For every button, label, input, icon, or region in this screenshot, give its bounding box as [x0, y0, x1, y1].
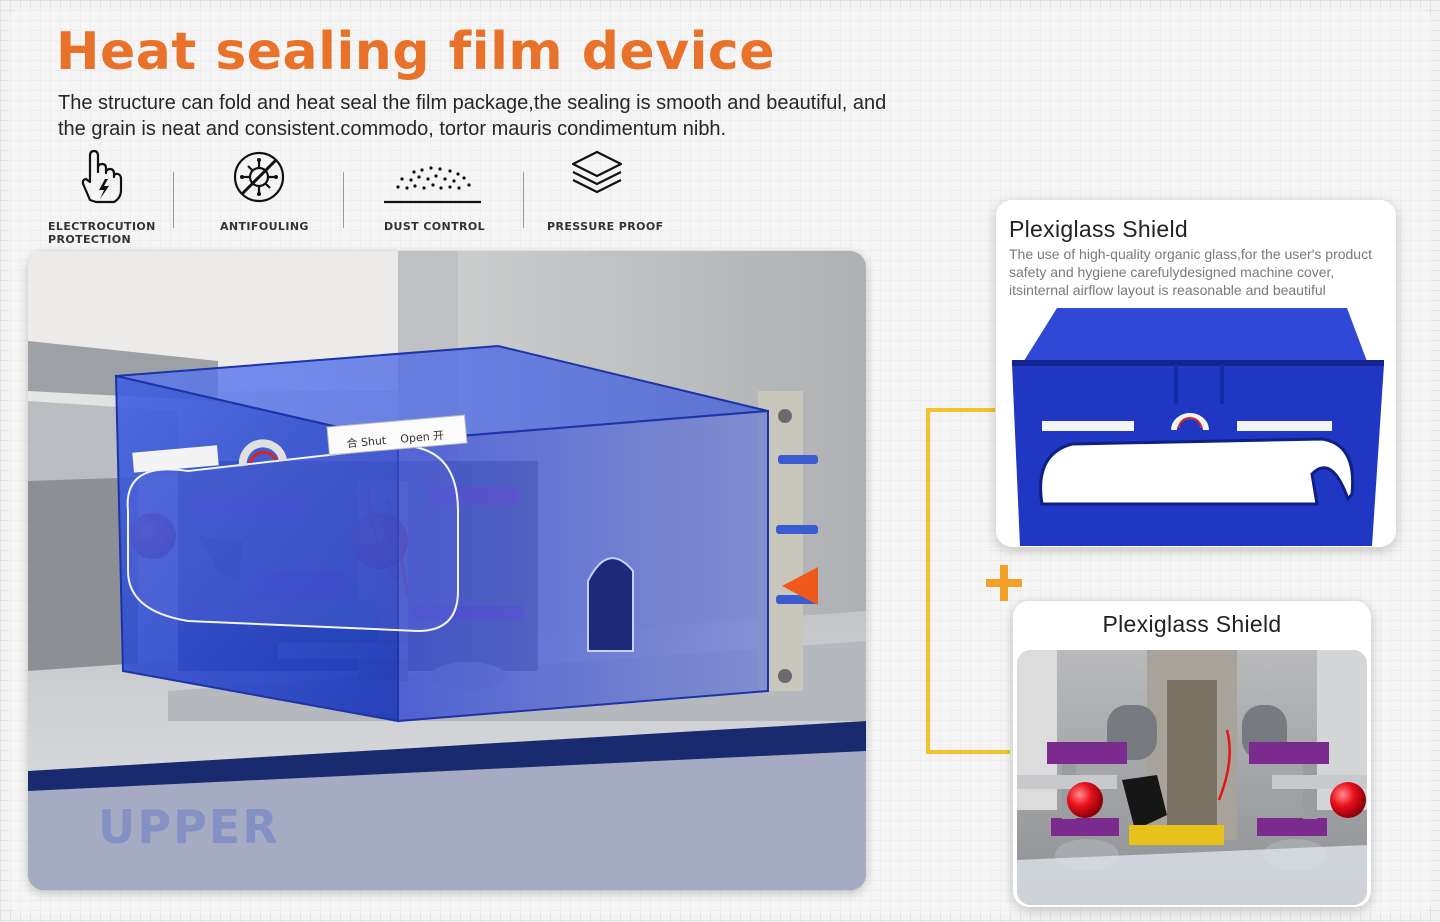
feature-divider — [343, 172, 344, 228]
feature-electrocution-protection: ELECTROCUTION PROTECTION — [48, 146, 156, 246]
feature-label: DUST CONTROL — [384, 220, 486, 233]
hand-electric-icon — [48, 146, 156, 208]
connector-lines — [782, 408, 1010, 754]
feature-dust-control: DUST CONTROL — [384, 146, 485, 233]
cover-label-shut: 合 Shut — [346, 433, 387, 450]
plexiglass-shield-detail-card: Plexiglass Shield — [1013, 601, 1371, 907]
card-title: Plexiglass Shield — [1009, 216, 1188, 242]
page-description: The structure can fold and heat seal the… — [58, 92, 887, 140]
virus-blocked-icon — [220, 146, 309, 208]
plexiglass-shield-photo — [1012, 304, 1384, 547]
sealing-mechanism-photo — [1017, 650, 1367, 905]
card-title: Plexiglass Shield — [1102, 611, 1282, 637]
plus-icon — [986, 565, 1022, 601]
page-title: Heat sealing film device — [56, 22, 776, 82]
arrow-left-icon — [782, 567, 818, 605]
dust-icon — [384, 146, 485, 208]
feature-label: ELECTROCUTION PROTECTION — [48, 220, 156, 246]
plexiglass-shield-card: Plexiglass Shield The use of high-qualit… — [996, 200, 1396, 547]
feature-label: PRESSURE PROOF — [547, 220, 664, 233]
layers-icon — [547, 146, 664, 208]
feature-divider — [523, 172, 524, 228]
main-product-photo: 合 Shut Open 开 UPPER — [28, 251, 866, 890]
cover-label-open: Open 开 — [400, 429, 445, 446]
card-description: The use of high-quality organic glass,fo… — [1009, 246, 1372, 298]
feature-antifouling: ANTIFOULING — [220, 146, 309, 233]
feature-label: ANTIFOULING — [220, 220, 309, 233]
feature-divider — [173, 172, 174, 228]
cover-label-strip: 合 Shut Open 开 — [132, 414, 468, 473]
feature-pressure-proof: PRESSURE PROOF — [547, 146, 664, 233]
brand-watermark: UPPER — [98, 800, 280, 854]
